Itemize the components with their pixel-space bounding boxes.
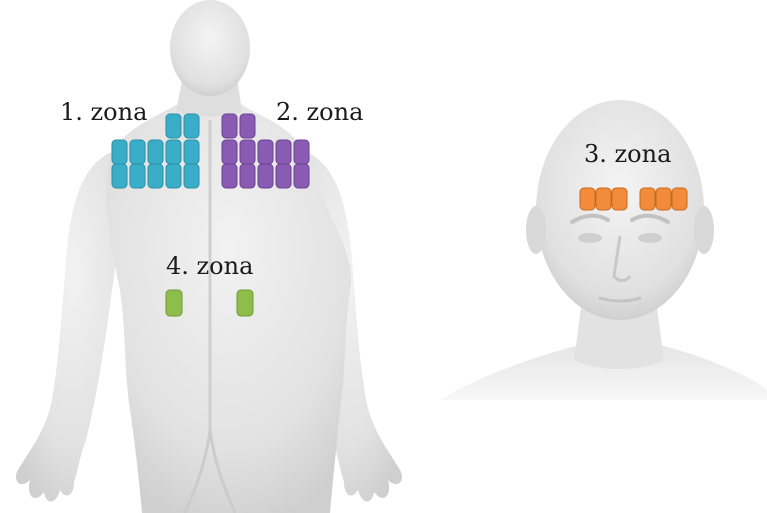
zone-2-pad xyxy=(240,164,255,188)
zone-2-label: 2. zona xyxy=(276,100,363,124)
zone-3-pad xyxy=(640,188,655,210)
zone-1-pad xyxy=(130,140,145,164)
zone-1-pad xyxy=(112,164,127,188)
zone-2-pad xyxy=(222,114,237,138)
zone-1-pad xyxy=(184,140,199,164)
zone-2-pad xyxy=(258,164,273,188)
zone-1-pad xyxy=(148,140,163,164)
head-back xyxy=(170,0,250,96)
zone-3-pad xyxy=(656,188,671,210)
left-eye xyxy=(578,233,602,243)
zone-2-pad xyxy=(222,164,237,188)
zone-2-pad xyxy=(276,164,291,188)
zone-4-pad xyxy=(166,290,182,316)
zone-1-pad xyxy=(184,114,199,138)
zone-2-pad xyxy=(294,140,309,164)
zone-1-label: 1. zona xyxy=(60,100,147,124)
zone-1-pad xyxy=(112,140,127,164)
zone-1-pad xyxy=(184,164,199,188)
zone-2-pad xyxy=(240,114,255,138)
left-ear xyxy=(526,206,546,254)
zone-2-pad xyxy=(294,164,309,188)
zone-3-pad xyxy=(672,188,687,210)
zone-1-pad xyxy=(166,164,181,188)
zone-3-label: 3. zona xyxy=(584,142,671,166)
zone-3-pad xyxy=(596,188,611,210)
zone-3-pad xyxy=(580,188,595,210)
zone-1-pad xyxy=(130,164,145,188)
zone-2-pad xyxy=(240,140,255,164)
right-eye xyxy=(638,233,662,243)
zone-1-pad xyxy=(166,140,181,164)
right-ear xyxy=(694,206,714,254)
zone-4-pad xyxy=(237,290,253,316)
zone-3-pad xyxy=(612,188,627,210)
zone-1-pad xyxy=(148,164,163,188)
zone-2-pad xyxy=(222,140,237,164)
zone-4-label: 4. zona xyxy=(166,254,253,278)
zone-2-pad xyxy=(276,140,291,164)
zone-2-pad xyxy=(258,140,273,164)
zone-1-pad xyxy=(166,114,181,138)
